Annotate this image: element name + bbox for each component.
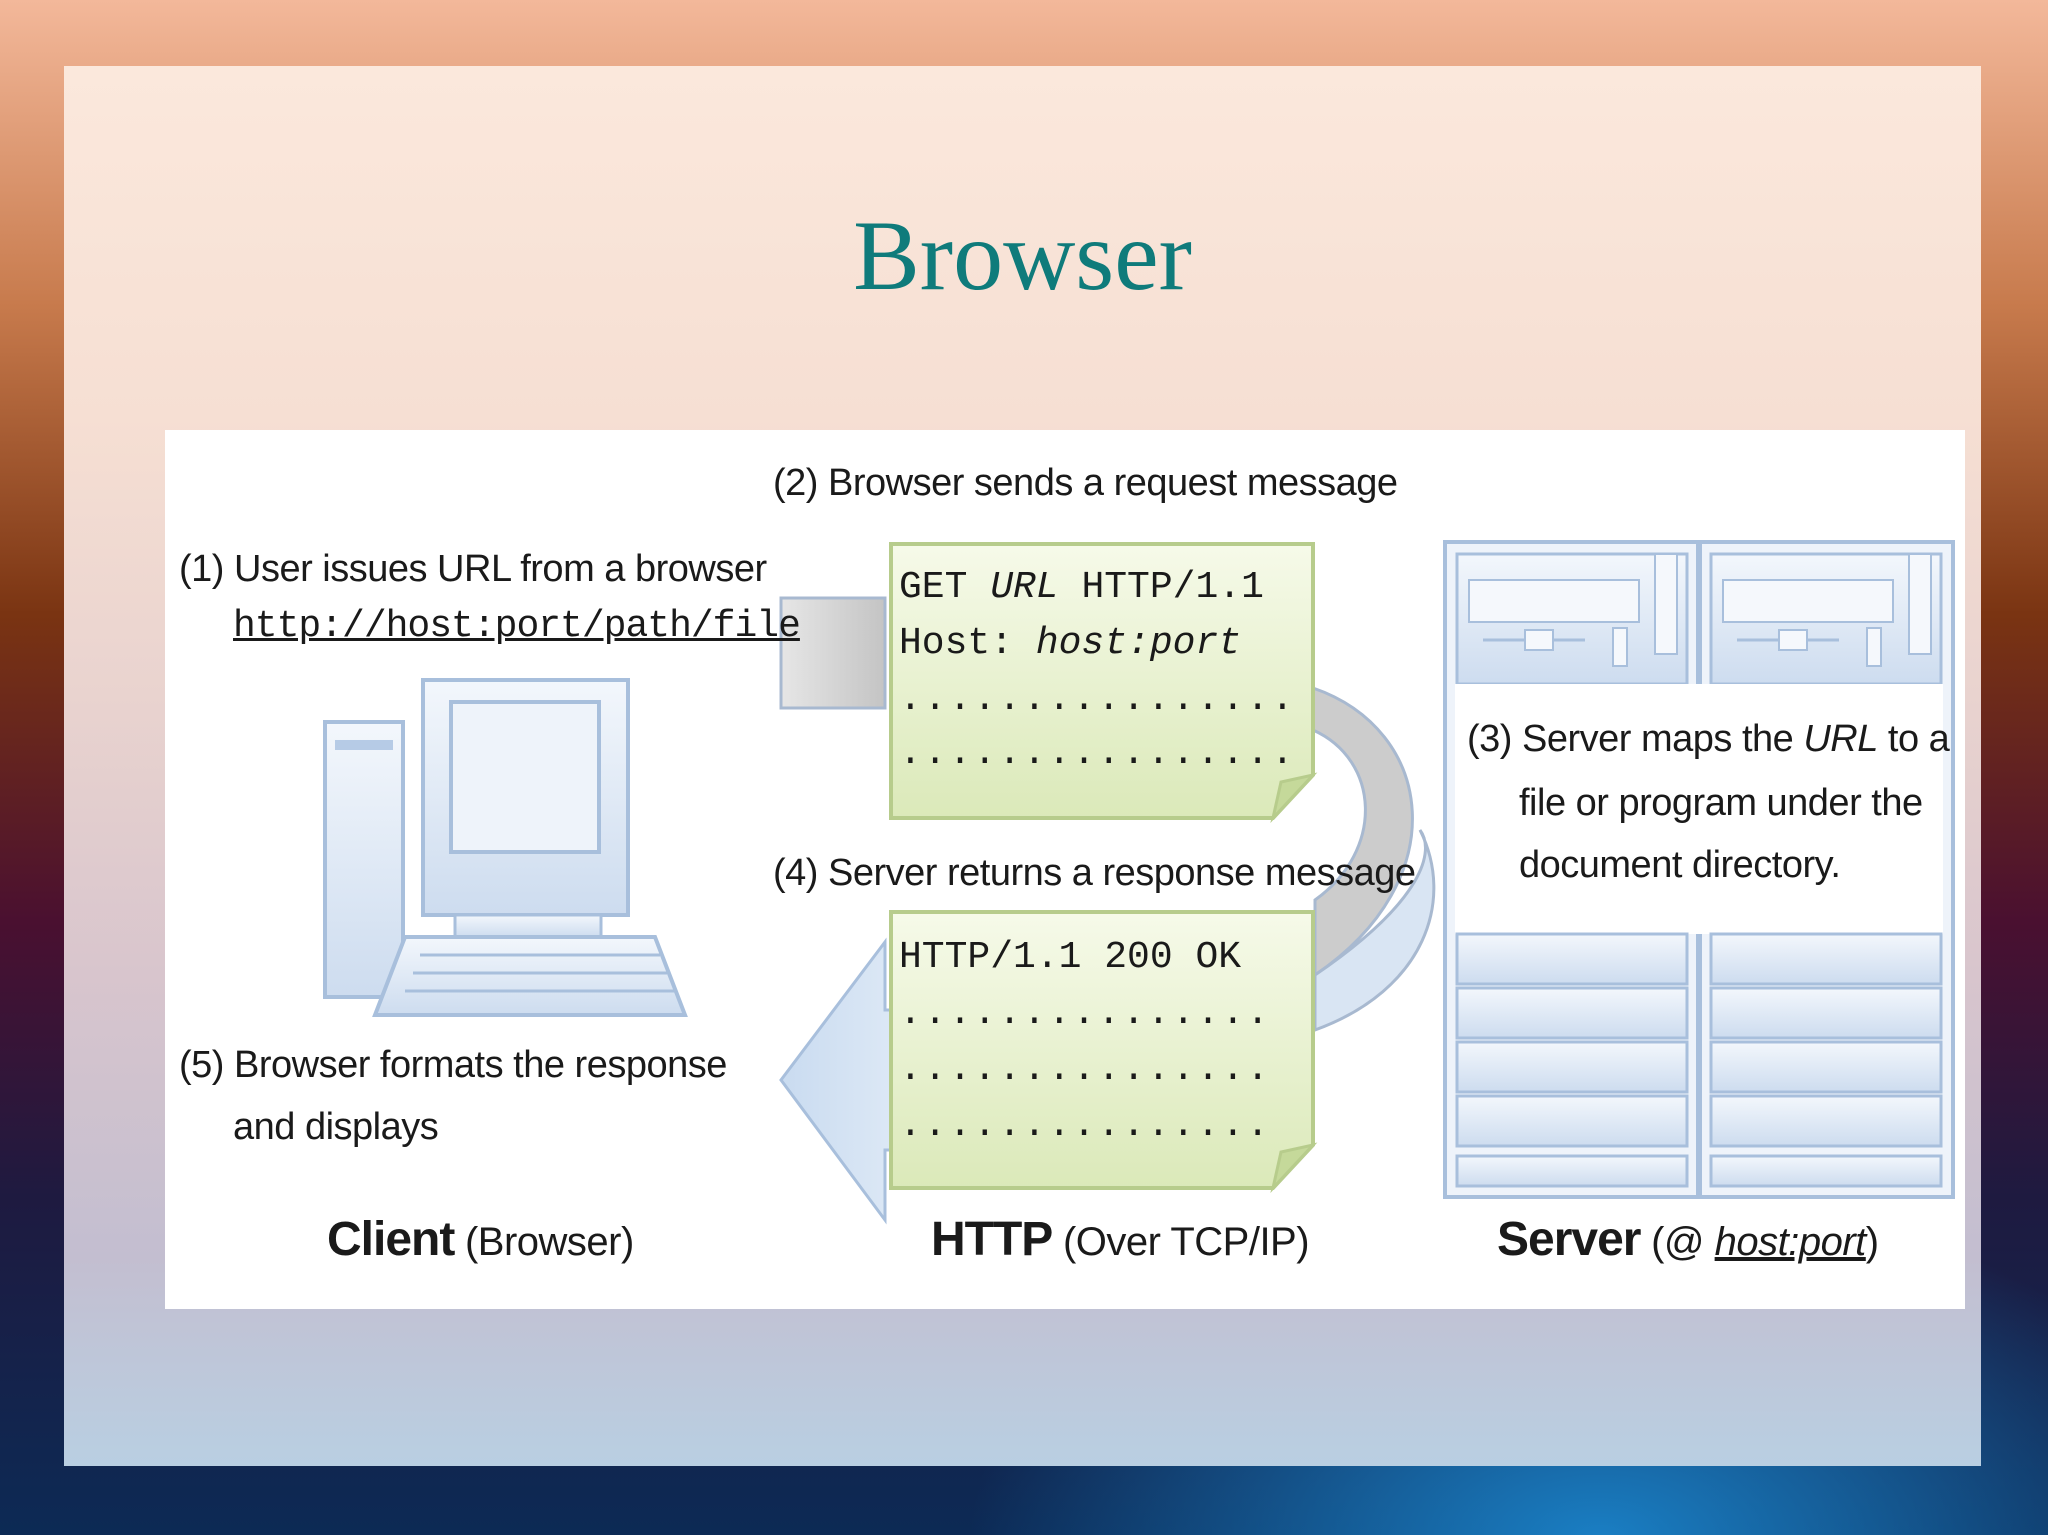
step3-line-1: (3) Server maps the URL to a (1467, 718, 1950, 760)
response-note (889, 910, 1318, 1194)
step1-url: http://host:port/path/file (233, 605, 801, 648)
response-dots-2: ............... (899, 1048, 1272, 1091)
server-caption: Server (@ host:port) (1497, 1213, 1879, 1266)
http-diagram: (2) Browser sends a request message (1) … (165, 430, 1965, 1309)
request-line-2: Host: host:port (899, 622, 1242, 665)
diagram-graphics (323, 540, 1955, 1225)
slide-title: Browser (853, 200, 1192, 311)
step4-label: (4) Server returns a response message (773, 852, 1416, 894)
request-line-1: GET URL HTTP/1.1 (899, 566, 1264, 609)
response-dots-3: ............... (899, 1104, 1272, 1147)
request-dots-1: ................ (899, 678, 1296, 721)
step2-label: (2) Browser sends a request message (773, 462, 1398, 504)
server-rack-icon (1443, 540, 1955, 1199)
response-line-1: HTTP/1.1 200 OK (899, 936, 1242, 979)
request-note (889, 542, 1318, 824)
request-arrow (779, 596, 1436, 1033)
response-dots-1: ............... (899, 992, 1272, 1035)
client-caption: Client (Browser) (327, 1213, 634, 1266)
step3-line-3: document directory. (1519, 844, 1841, 886)
client-computer-icon (323, 678, 688, 1017)
http-caption: HTTP (Over TCP/IP) (931, 1213, 1310, 1266)
step1-label: (1) User issues URL from a browser (179, 548, 767, 590)
slide: Browser (64, 66, 1981, 1466)
step5-line-2: and displays (233, 1106, 439, 1148)
request-dots-2: ................ (899, 732, 1296, 775)
step5-line-1: (5) Browser formats the response (179, 1044, 727, 1086)
step3-line-2: file or program under the (1519, 782, 1923, 824)
